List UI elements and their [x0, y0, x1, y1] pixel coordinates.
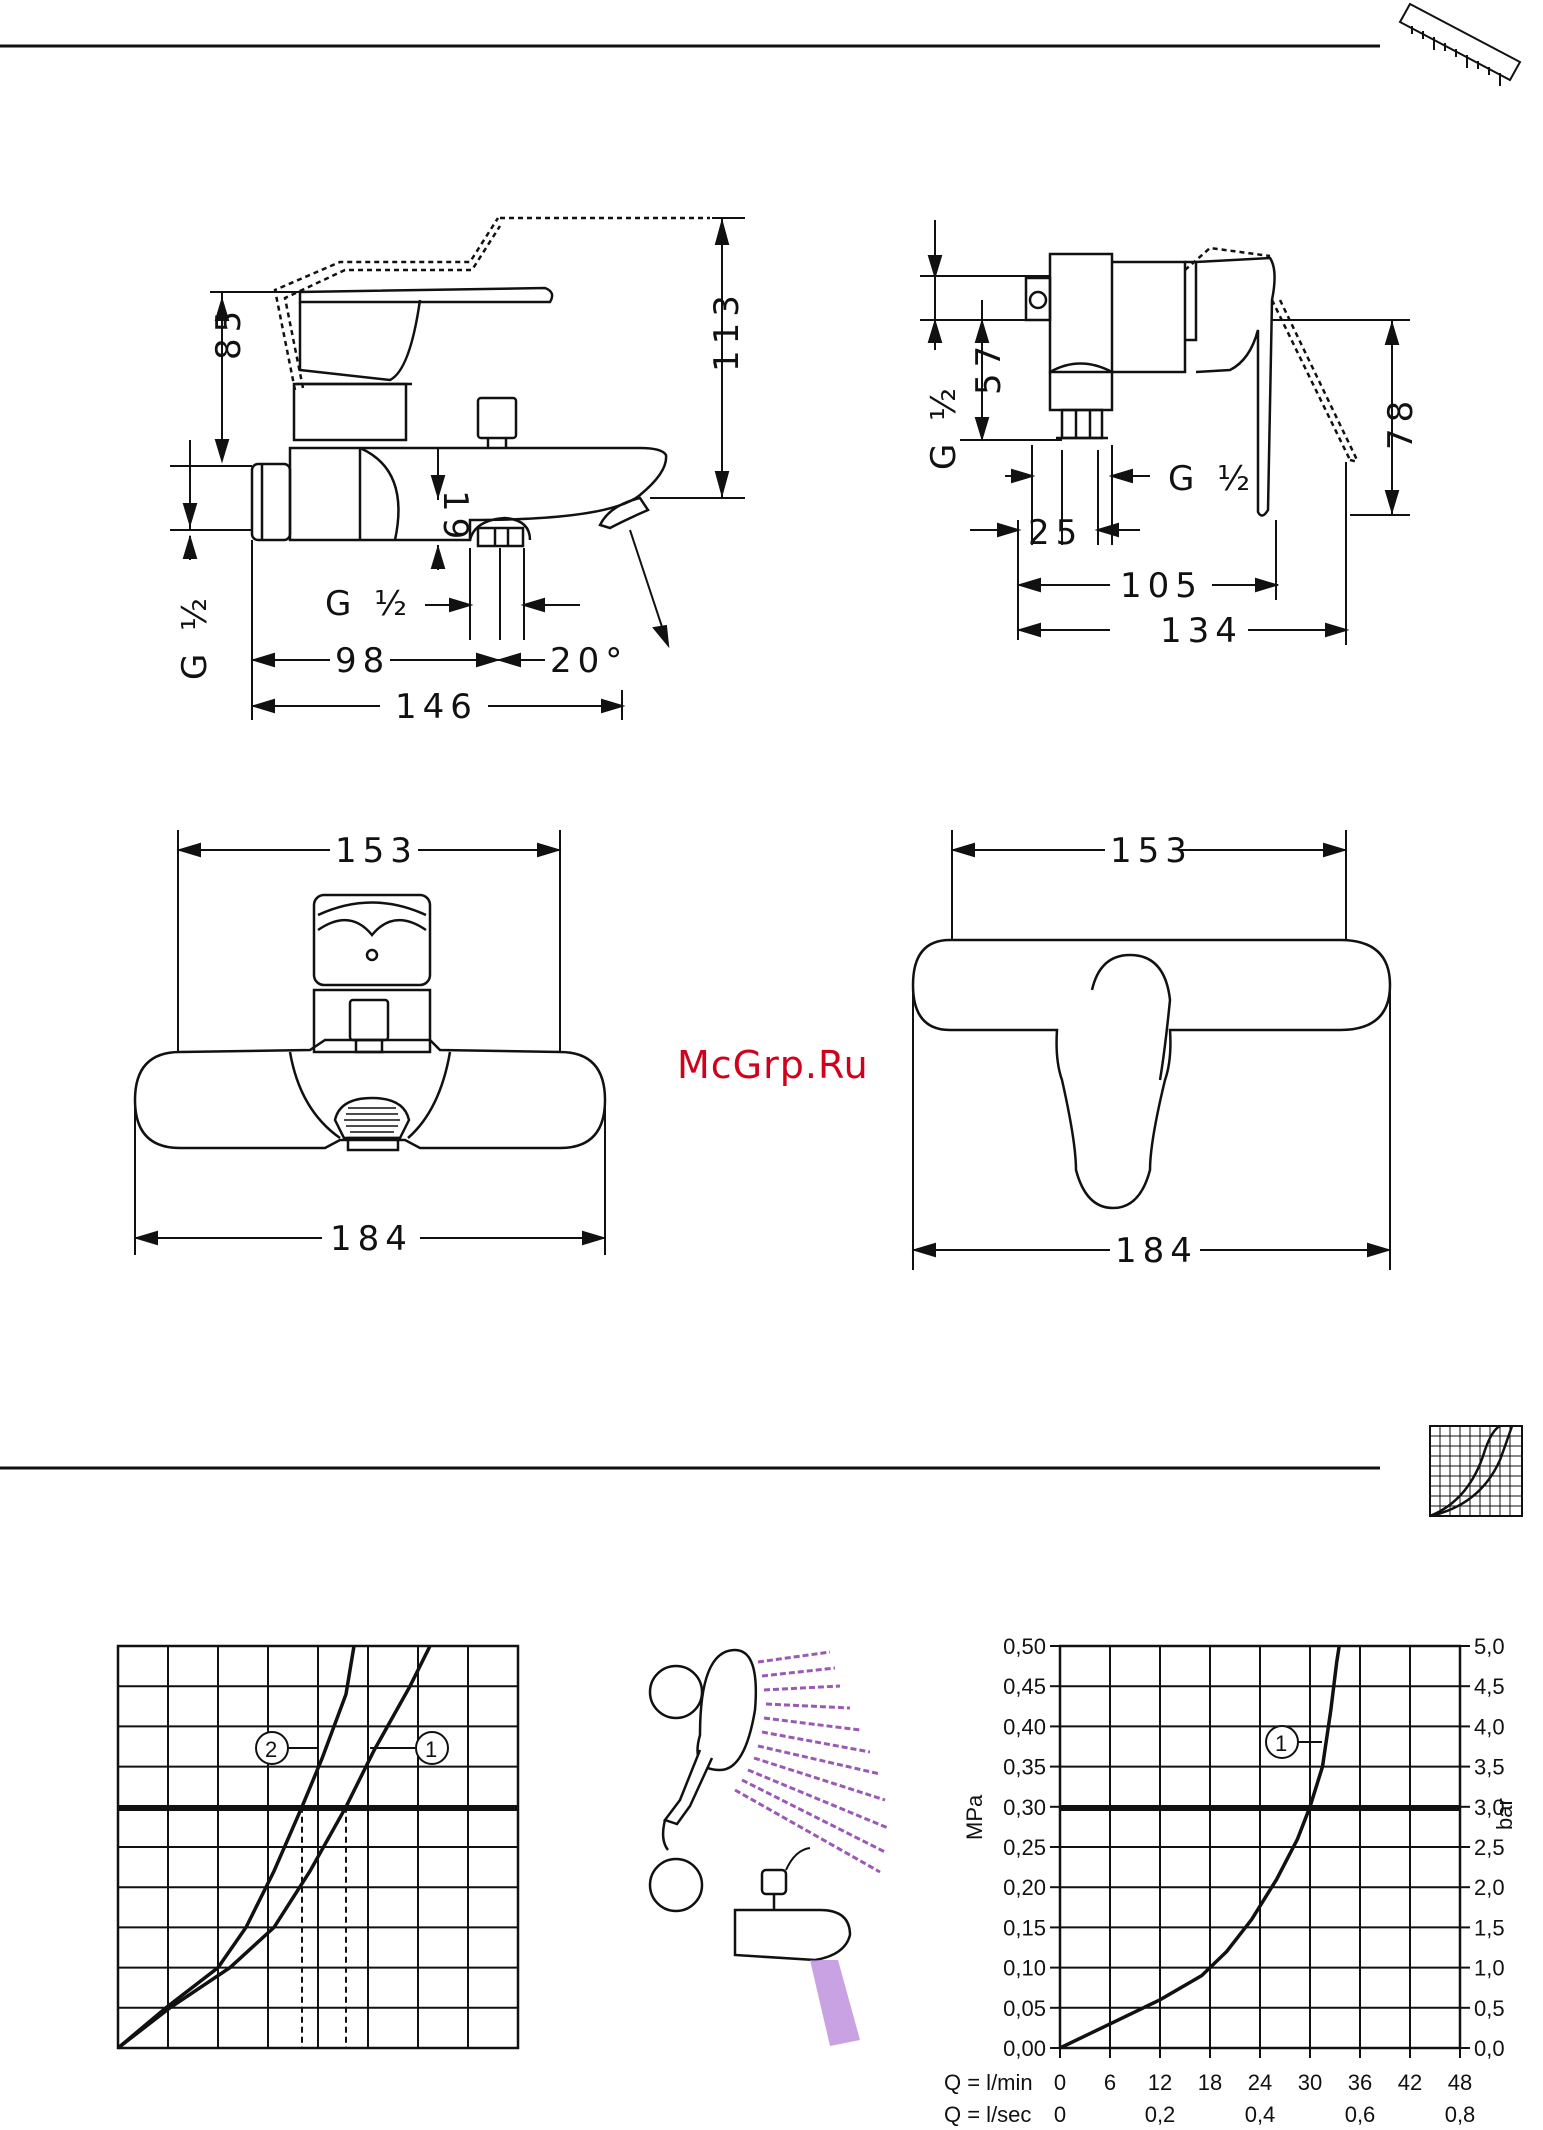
- y-right-tick-label: 1,0: [1474, 1956, 1505, 1981]
- shower-mixer-front-view: 153 184: [913, 830, 1390, 1271]
- y-right-tick-label: 4,0: [1474, 1714, 1505, 1739]
- dim-78: 78: [1381, 395, 1421, 450]
- dim-g-half-1: G ½: [175, 592, 215, 680]
- x-row2-tick-label: 0,4: [1245, 2102, 1276, 2127]
- chart-left-marker-2-label: 2: [265, 1737, 277, 1762]
- x-row1-tick-label: 36: [1348, 2070, 1372, 2095]
- x-row1-tick-label: 30: [1298, 2070, 1322, 2095]
- x-row2-tick-label: 0: [1054, 2102, 1066, 2127]
- flow-chart-left: 2 1: [118, 1646, 518, 2048]
- dim-184-bath: 184: [330, 1219, 413, 1259]
- x-row2-tick-label: 0,2: [1145, 2102, 1176, 2127]
- flow-chart-right: 0,000,050,100,150,200,250,300,350,400,45…: [944, 1634, 1517, 2127]
- bath-spout-icon: [650, 1848, 860, 2046]
- y-left-tick-label: 0,50: [1003, 1634, 1046, 1659]
- dim-98: 98: [335, 641, 390, 681]
- x-row1-tick-label: 6: [1104, 2070, 1116, 2095]
- x-row1-tick-label: 24: [1248, 2070, 1272, 2095]
- dim-153-bath: 153: [335, 831, 418, 871]
- y-right-tick-label: 5,0: [1474, 1634, 1505, 1659]
- x-row1-tick-label: 42: [1398, 2070, 1422, 2095]
- y-left-tick-label: 0,05: [1003, 1996, 1046, 2021]
- y-left-axis-label: MPa: [962, 1794, 987, 1840]
- flow-chart-icon: [1430, 1426, 1522, 1516]
- chart-left-marker-1-label: 1: [425, 1737, 437, 1762]
- ruler-icon: [1400, 4, 1520, 86]
- x-row2-tick-label: 0,8: [1445, 2102, 1476, 2127]
- dim-19: 19: [435, 490, 475, 545]
- x-row1-label: Q = l/min: [944, 2070, 1033, 2095]
- y-left-tick-label: 0,45: [1003, 1674, 1046, 1699]
- y-left-tick-label: 0,15: [1003, 1915, 1046, 1940]
- y-right-tick-label: 0,5: [1474, 1996, 1505, 2021]
- dim-153-shower: 153: [1110, 831, 1193, 871]
- shower-mixer-side-view: 57 G ½ G ½ 78 25 105 134: [920, 220, 1421, 651]
- dim-25: 25: [1028, 513, 1083, 553]
- y-right-tick-label: 2,5: [1474, 1835, 1505, 1860]
- dim-146: 146: [395, 687, 478, 727]
- dim-105: 105: [1120, 566, 1203, 606]
- x-row2-tick-label: 0,6: [1345, 2102, 1376, 2127]
- y-right-tick-label: 2,0: [1474, 1875, 1505, 1900]
- y-right-tick-label: 0,0: [1474, 2036, 1505, 2061]
- y-left-tick-label: 0,10: [1003, 1956, 1046, 1981]
- bath-mixer-front-view: 153 184: [135, 830, 605, 1259]
- y-right-axis-label: bar: [1492, 1798, 1517, 1830]
- y-right-tick-label: 4,5: [1474, 1674, 1505, 1699]
- x-row1-tick-label: 48: [1448, 2070, 1472, 2095]
- y-left-tick-label: 0,20: [1003, 1875, 1046, 1900]
- dim-g-half-4: G ½: [1168, 459, 1256, 499]
- y-right-tick-label: 3,5: [1474, 1755, 1505, 1780]
- x-row1-tick-label: 12: [1148, 2070, 1172, 2095]
- y-left-tick-label: 0,00: [1003, 2036, 1046, 2061]
- dim-184-shower: 184: [1115, 1231, 1198, 1271]
- y-left-tick-label: 0,35: [1003, 1755, 1046, 1780]
- dim-57: 57: [969, 340, 1009, 395]
- dim-85: 85: [209, 305, 249, 360]
- shower-head-icon: [650, 1650, 888, 1872]
- watermark: McGrp.Ru: [677, 1043, 869, 1087]
- y-right-tick-label: 1,5: [1474, 1915, 1505, 1940]
- x-row1-tick-label: 18: [1198, 2070, 1222, 2095]
- x-row1-tick-label: 0: [1054, 2070, 1066, 2095]
- dim-20deg: 20°: [550, 641, 628, 681]
- chart-right-marker-1-label: 1: [1275, 1731, 1287, 1756]
- dim-134: 134: [1160, 611, 1243, 651]
- y-left-tick-label: 0,40: [1003, 1714, 1046, 1739]
- bath-mixer-side-view: 85 113 19 G ½ G ½ 98 20° 146: [170, 218, 747, 727]
- dim-113: 113: [707, 289, 747, 372]
- y-left-tick-label: 0,25: [1003, 1835, 1046, 1860]
- x-row2-label: Q = l/sec: [944, 2102, 1031, 2127]
- dim-g-half-3: G ½: [924, 382, 964, 470]
- dim-g-half-2: G ½: [325, 584, 413, 624]
- y-left-tick-label: 0,30: [1003, 1795, 1046, 1820]
